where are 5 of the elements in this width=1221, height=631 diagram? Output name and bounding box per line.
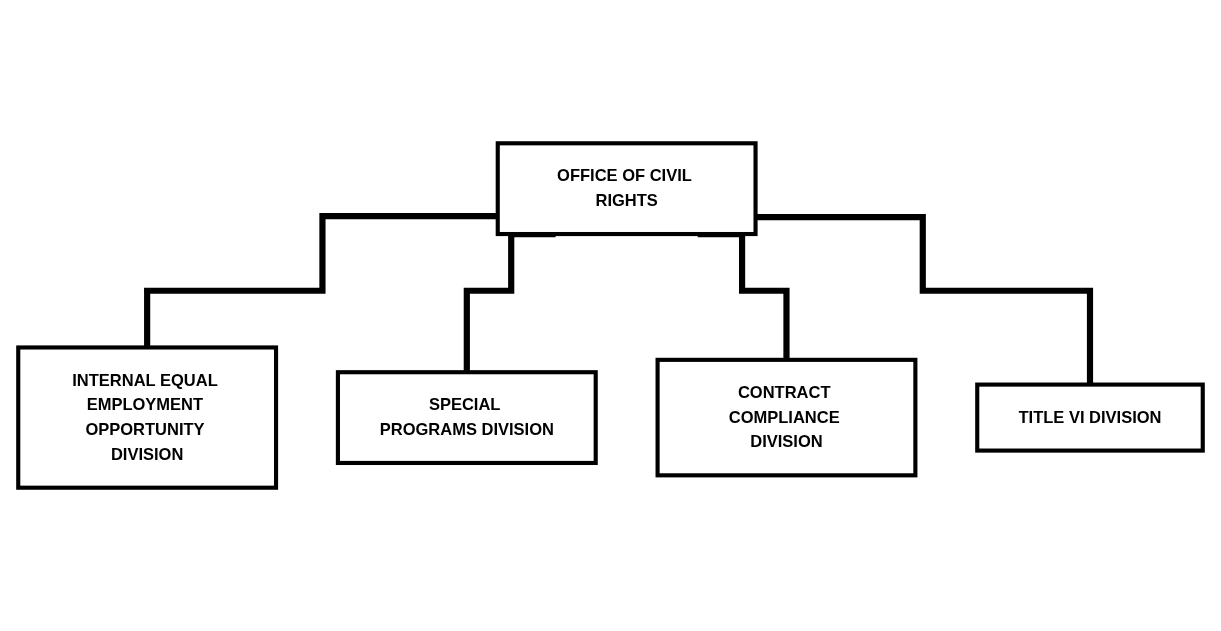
node-box: INTERNAL EQUAL EMPLOYMENT OPPORTUNITY DIVISION	[16, 345, 279, 490]
node-box: OFFICE OF CIVIL RIGHTS	[495, 141, 758, 237]
node-box: SPECIAL PROGRAMS DIVISION	[335, 370, 598, 465]
node-box: TITLE VI DIVISION	[975, 382, 1205, 453]
node-box: CONTRACT COMPLIANCE DIVISION	[655, 357, 918, 478]
